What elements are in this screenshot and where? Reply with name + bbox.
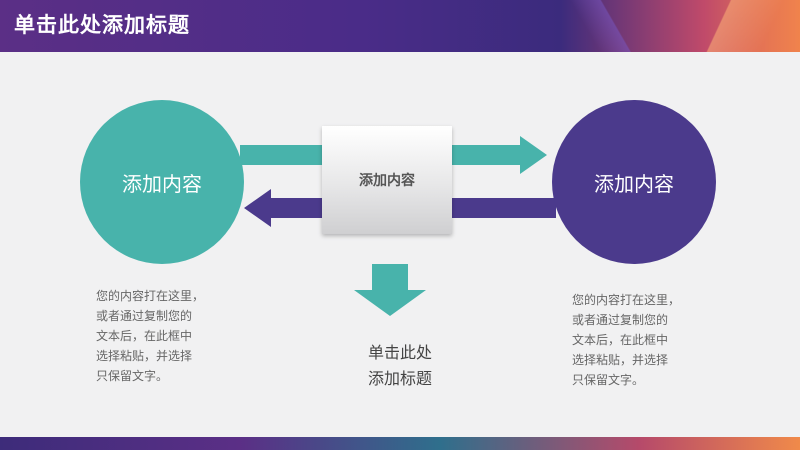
footer-bar xyxy=(0,437,800,450)
teal-connector-left xyxy=(240,145,322,165)
teal-arrow-down xyxy=(354,264,426,316)
header-banner: 单击此处添加标题 xyxy=(0,0,800,52)
purple-arrow-left xyxy=(244,189,322,227)
left-circle[interactable]: 添加内容 xyxy=(80,100,244,264)
center-box[interactable]: 添加内容 xyxy=(322,126,452,234)
left-description[interactable]: 您的内容打在这里， 或者通过复制您的 文本后，在此框中 选择粘贴，并选择 只保留… xyxy=(96,289,205,383)
header-decor-stripe xyxy=(540,0,660,52)
right-description[interactable]: 您的内容打在这里， 或者通过复制您的 文本后，在此框中 选择粘贴，并选择 只保留… xyxy=(572,293,681,387)
page-title[interactable]: 单击此处添加标题 xyxy=(14,13,190,37)
center-title[interactable]: 单击此处 添加标题 xyxy=(367,343,432,388)
right-circle-label: 添加内容 xyxy=(594,171,674,196)
center-box-label: 添加内容 xyxy=(359,173,415,189)
left-circle-label: 添加内容 xyxy=(122,171,202,196)
right-circle[interactable]: 添加内容 xyxy=(552,100,716,264)
teal-arrow-right xyxy=(452,136,547,174)
header-decor-corner xyxy=(690,0,800,52)
purple-connector-right xyxy=(452,198,556,218)
